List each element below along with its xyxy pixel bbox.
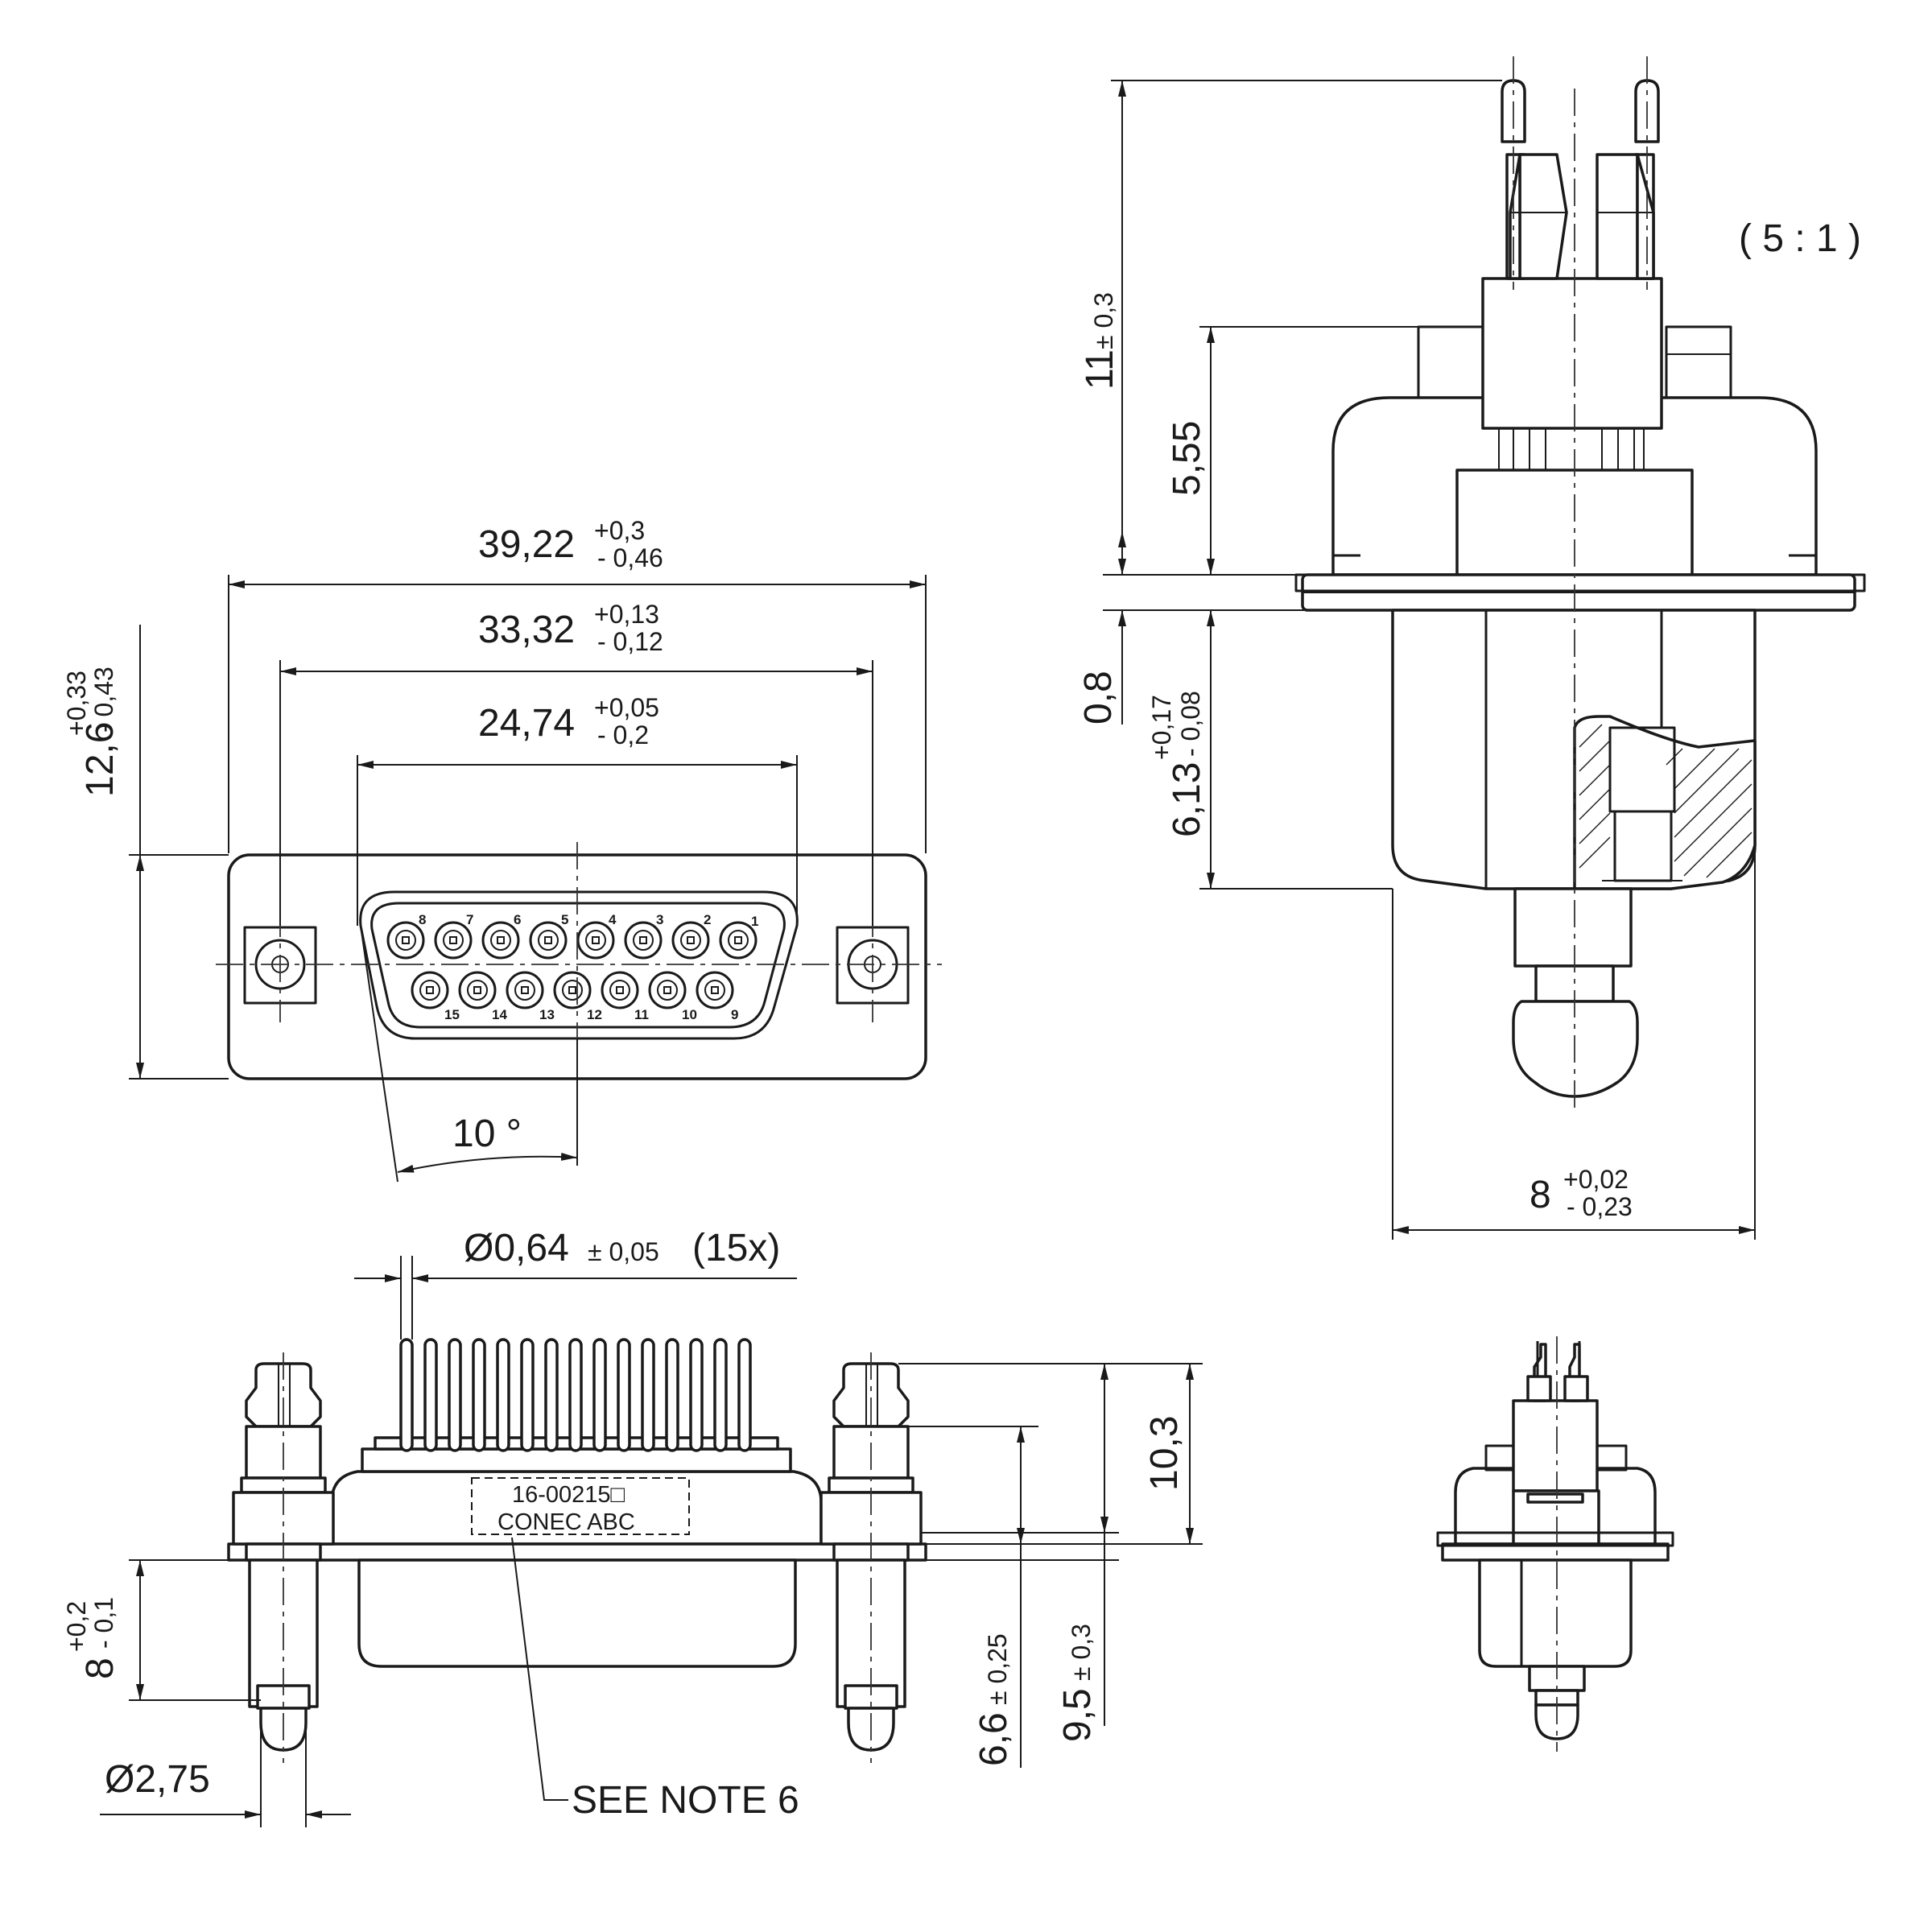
side-cutaway <box>1573 715 1757 890</box>
bolt-diameter-value: Ø2,75 <box>105 1758 210 1801</box>
angle-label: 10 ° <box>452 1113 522 1155</box>
bolt-height-value: 9,5 <box>1056 1688 1099 1742</box>
side-terminal-left <box>1501 79 1568 280</box>
contact-pin <box>458 971 497 1009</box>
pin-number: 11 <box>634 1007 649 1022</box>
contact-pin <box>386 921 425 960</box>
standoff-height-value: 6,6 <box>972 1712 1015 1766</box>
pin-number: 1 <box>751 914 758 929</box>
marking-line1: 16-00215□ <box>512 1482 625 1508</box>
shell-depth-value: 6,13 <box>1166 762 1208 837</box>
pin-number: 9 <box>731 1007 738 1022</box>
shell-width-tol-lower: - 0,2 <box>597 720 649 749</box>
contact-pin <box>506 971 544 1009</box>
contact-pin <box>576 921 615 960</box>
hole-pitch-tol-lower: - 0,12 <box>597 627 663 656</box>
pin-number: 4 <box>609 912 617 927</box>
pin-row-top <box>386 921 758 960</box>
pin-diameter-value: Ø0,64 <box>464 1227 569 1269</box>
contact-pin <box>529 921 568 960</box>
end-view <box>1436 1336 1674 1752</box>
pin-array <box>399 1338 752 1452</box>
bolt-length-value: 8 <box>79 1657 122 1679</box>
d-shell-inner <box>370 902 786 1029</box>
bolt-height-tol: ± 0,3 <box>1067 1624 1096 1681</box>
contact-pin <box>624 921 663 960</box>
board-height-value: 10,3 <box>1143 1416 1186 1491</box>
pin-number: 15 <box>444 1007 460 1022</box>
upper-height-value: 5,55 <box>1166 421 1208 496</box>
side-boardlock-tip <box>1512 1000 1639 1098</box>
pin-diameter-tol: ± 0,05 <box>588 1237 659 1266</box>
pin-number: 10 <box>682 1007 697 1022</box>
bottom-shell <box>357 1558 797 1668</box>
height-tol-upper: +0,33 <box>62 671 91 736</box>
contact-pin <box>553 971 592 1009</box>
bolt-length-tol-upper: +0,2 <box>62 1601 91 1652</box>
contact-pin <box>601 971 639 1009</box>
contact-pin <box>719 921 758 960</box>
contact-pin <box>696 971 734 1009</box>
bottom-width-value: 8 <box>1530 1174 1551 1216</box>
pin-number: 8 <box>419 912 426 927</box>
total-height-tol: ± 0,3 <box>1089 292 1118 349</box>
pin-diameter-count: (15x) <box>692 1227 780 1269</box>
pin-number: 6 <box>514 912 521 927</box>
marking-box <box>471 1477 690 1535</box>
scale-label: ( 5 : 1 ) <box>1739 217 1861 260</box>
side-insulator-top <box>1481 277 1663 430</box>
shell-depth-tol-lower: - 0,08 <box>1176 691 1205 757</box>
bolt-length-tol-lower: - 0,1 <box>89 1597 118 1649</box>
contact-pin <box>434 921 473 960</box>
pin-row-bottom <box>411 971 734 1009</box>
overall-width-tol-lower: - 0,46 <box>597 543 663 572</box>
hole-pitch-tol-upper: +0,13 <box>594 600 659 629</box>
shell-width-value: 24,74 <box>478 702 575 745</box>
bottom-flange <box>227 1542 927 1562</box>
contact-pin <box>648 971 687 1009</box>
shell-width-tol-upper: +0,05 <box>594 693 659 722</box>
pin-number: 12 <box>587 1007 602 1022</box>
pin-number: 2 <box>704 912 711 927</box>
height-tol-lower: - 0,43 <box>89 667 118 733</box>
pin-number: 7 <box>466 912 473 927</box>
front-view: 8 7 6 5 4 3 2 1 15 14 13 12 11 10 9 <box>62 516 942 1183</box>
pin-number: 14 <box>492 1007 507 1022</box>
pin-number: 13 <box>539 1007 555 1022</box>
shell-depth-tol-upper: +0,17 <box>1147 695 1176 760</box>
overall-width-tol-upper: +0,3 <box>594 516 645 545</box>
side-boardlock-body <box>1513 887 1633 968</box>
cutaway-hatch <box>1579 724 1752 878</box>
pin-number: 5 <box>561 912 568 927</box>
see-note-label: SEE NOTE 6 <box>572 1779 799 1822</box>
side-view: 11 ± 0,3 5,55 0,8 6,13 +0,17 - 0,08 8 +0… <box>1077 56 1866 1240</box>
contact-pin <box>411 971 449 1009</box>
bottom-width-tol-upper: +0,02 <box>1563 1165 1629 1194</box>
contact-pin <box>671 921 710 960</box>
hole-pitch-value: 33,32 <box>478 609 575 651</box>
total-height-value: 11 <box>1079 349 1121 390</box>
overall-width-value: 39,22 <box>478 523 575 566</box>
contact-pin <box>481 921 520 960</box>
bottom-width-tol-lower: - 0,23 <box>1567 1192 1633 1221</box>
height-value: 12,6 <box>79 722 122 797</box>
flange-thickness-value: 0,8 <box>1077 671 1120 724</box>
d-shell-outer <box>359 890 799 1040</box>
pin-number: 3 <box>656 912 663 927</box>
marking-line2: CONEC ABC <box>497 1509 635 1535</box>
standoff-height-tol: ± 0,25 <box>983 1633 1012 1705</box>
bottom-view: 16-00215□ CONEC ABC <box>62 1227 1203 1827</box>
side-terminal-right <box>1596 79 1660 280</box>
